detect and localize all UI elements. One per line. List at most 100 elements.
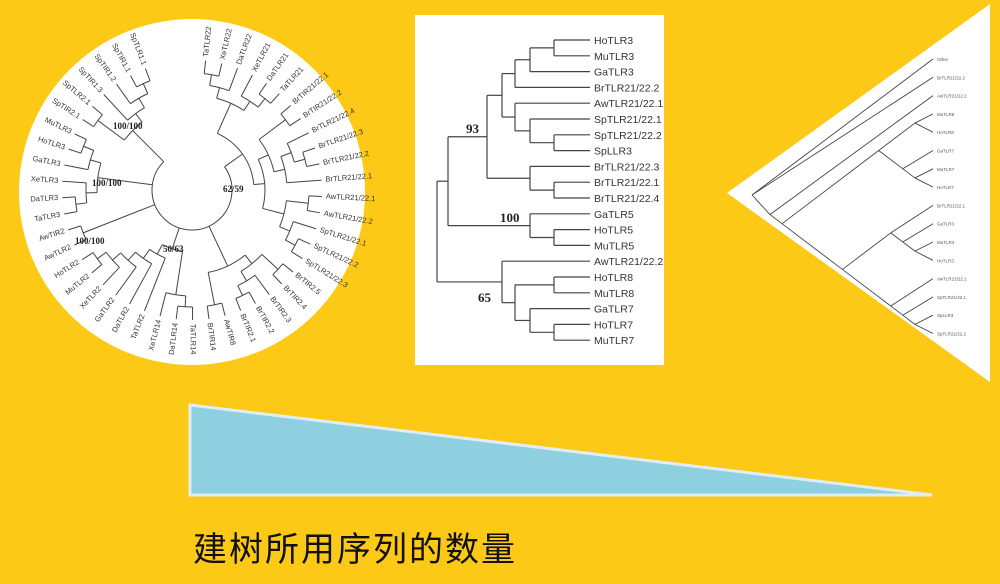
tip-label: BrTLR21/22.1 bbox=[325, 171, 372, 184]
branch bbox=[91, 264, 103, 274]
branch bbox=[290, 238, 299, 252]
branch bbox=[83, 145, 94, 151]
branch bbox=[289, 118, 301, 127]
branch bbox=[159, 292, 167, 317]
branch bbox=[80, 139, 87, 154]
tip-label: DaTLR3 bbox=[30, 193, 58, 204]
tip-label: BrTLR21/22.1 bbox=[594, 177, 660, 189]
branch bbox=[97, 120, 125, 141]
branch bbox=[258, 93, 271, 104]
branch bbox=[914, 122, 934, 133]
branch bbox=[90, 159, 102, 164]
branch bbox=[240, 254, 263, 272]
tip-label: MuTLR3 bbox=[937, 240, 955, 245]
branch bbox=[235, 298, 242, 311]
branch bbox=[120, 252, 137, 268]
branch bbox=[294, 158, 306, 163]
branch bbox=[769, 214, 783, 225]
branch bbox=[112, 252, 122, 261]
branch bbox=[914, 314, 934, 325]
branch bbox=[115, 266, 137, 296]
branch bbox=[769, 95, 934, 215]
branch bbox=[914, 323, 934, 334]
branch bbox=[781, 223, 843, 270]
tip-label: GaTLR3 bbox=[594, 67, 634, 79]
branch bbox=[302, 152, 308, 167]
branch bbox=[130, 75, 138, 88]
branch bbox=[136, 80, 151, 88]
branch bbox=[253, 183, 265, 186]
branch bbox=[204, 73, 219, 77]
branch bbox=[92, 105, 103, 116]
tip-label: BrTLR21/22.2 bbox=[594, 82, 660, 94]
tip-label: MuTLR3 bbox=[594, 51, 634, 63]
tip-label: MuTLR7 bbox=[594, 335, 634, 347]
branch bbox=[286, 179, 322, 184]
tip-label: BrTIR14 bbox=[206, 322, 219, 351]
branch bbox=[237, 285, 244, 296]
branch bbox=[280, 113, 291, 126]
tip-label: GaTLR5 bbox=[594, 209, 634, 221]
branch bbox=[248, 291, 256, 304]
tip-label: DaTLR14 bbox=[167, 322, 180, 355]
branch bbox=[175, 306, 179, 320]
tip-label: GaTLR3 bbox=[937, 222, 955, 227]
branch bbox=[914, 241, 934, 252]
branch bbox=[279, 226, 290, 232]
branch bbox=[258, 154, 269, 160]
branch bbox=[842, 269, 892, 307]
branch bbox=[244, 254, 253, 264]
slanted-tree-panel bbox=[727, 4, 990, 382]
branch bbox=[890, 232, 904, 243]
tip-label: AwTLR21/22.1 bbox=[594, 98, 663, 110]
branch bbox=[902, 223, 934, 243]
rectangular-tree: HoTLR3MuTLR3GaTLR3BrTLR21/22.2AwTLR21/22… bbox=[436, 35, 663, 347]
tip-label: BrTLR21/22.4 bbox=[594, 193, 660, 205]
branch bbox=[62, 196, 76, 199]
branch bbox=[132, 130, 165, 163]
branch bbox=[68, 148, 82, 154]
branch bbox=[258, 83, 267, 95]
branch bbox=[286, 132, 309, 144]
tip-label: AwTLR21/22.2 bbox=[594, 256, 663, 268]
slanted-tree: OtherBrTLR21/22.2AwTLR21/22.2MuTLR8HoTLR… bbox=[751, 57, 967, 337]
branch bbox=[781, 150, 879, 225]
branch bbox=[302, 147, 316, 153]
branch bbox=[221, 303, 226, 316]
branch bbox=[103, 94, 128, 121]
tip-label: AwTLR21/22.1 bbox=[937, 277, 967, 282]
branch bbox=[203, 60, 207, 74]
tip-label: XeTLR3 bbox=[31, 174, 59, 185]
branch bbox=[307, 210, 321, 214]
branch bbox=[82, 204, 155, 234]
branch bbox=[273, 168, 285, 173]
branch bbox=[207, 272, 216, 305]
tip-label: MuTLR5 bbox=[594, 240, 634, 252]
branch bbox=[228, 68, 238, 91]
branch bbox=[102, 266, 120, 286]
bootstrap-label: 62/59 bbox=[223, 184, 244, 194]
tip-label: GaTLR7 bbox=[937, 149, 955, 154]
branch bbox=[135, 113, 143, 123]
branch bbox=[285, 239, 296, 246]
branch bbox=[890, 278, 934, 307]
branch bbox=[254, 274, 270, 295]
tip-label: HoTLR5 bbox=[594, 225, 633, 237]
branch bbox=[914, 250, 934, 261]
branch bbox=[878, 150, 904, 170]
branch bbox=[237, 274, 256, 287]
branch bbox=[64, 211, 78, 215]
branch bbox=[68, 225, 81, 231]
tip-label: HoTLR8 bbox=[594, 272, 633, 284]
branch bbox=[291, 251, 303, 259]
tip-label: SpTLR21/22.2 bbox=[937, 332, 967, 337]
branch bbox=[62, 180, 87, 184]
branch bbox=[208, 225, 229, 267]
branch bbox=[258, 119, 286, 140]
branch bbox=[902, 296, 934, 316]
tip-label: MuTLR8 bbox=[594, 288, 634, 300]
branch bbox=[280, 105, 292, 115]
branch bbox=[138, 97, 145, 109]
bootstrap-label: 50/63 bbox=[163, 244, 184, 254]
branch bbox=[298, 238, 311, 245]
